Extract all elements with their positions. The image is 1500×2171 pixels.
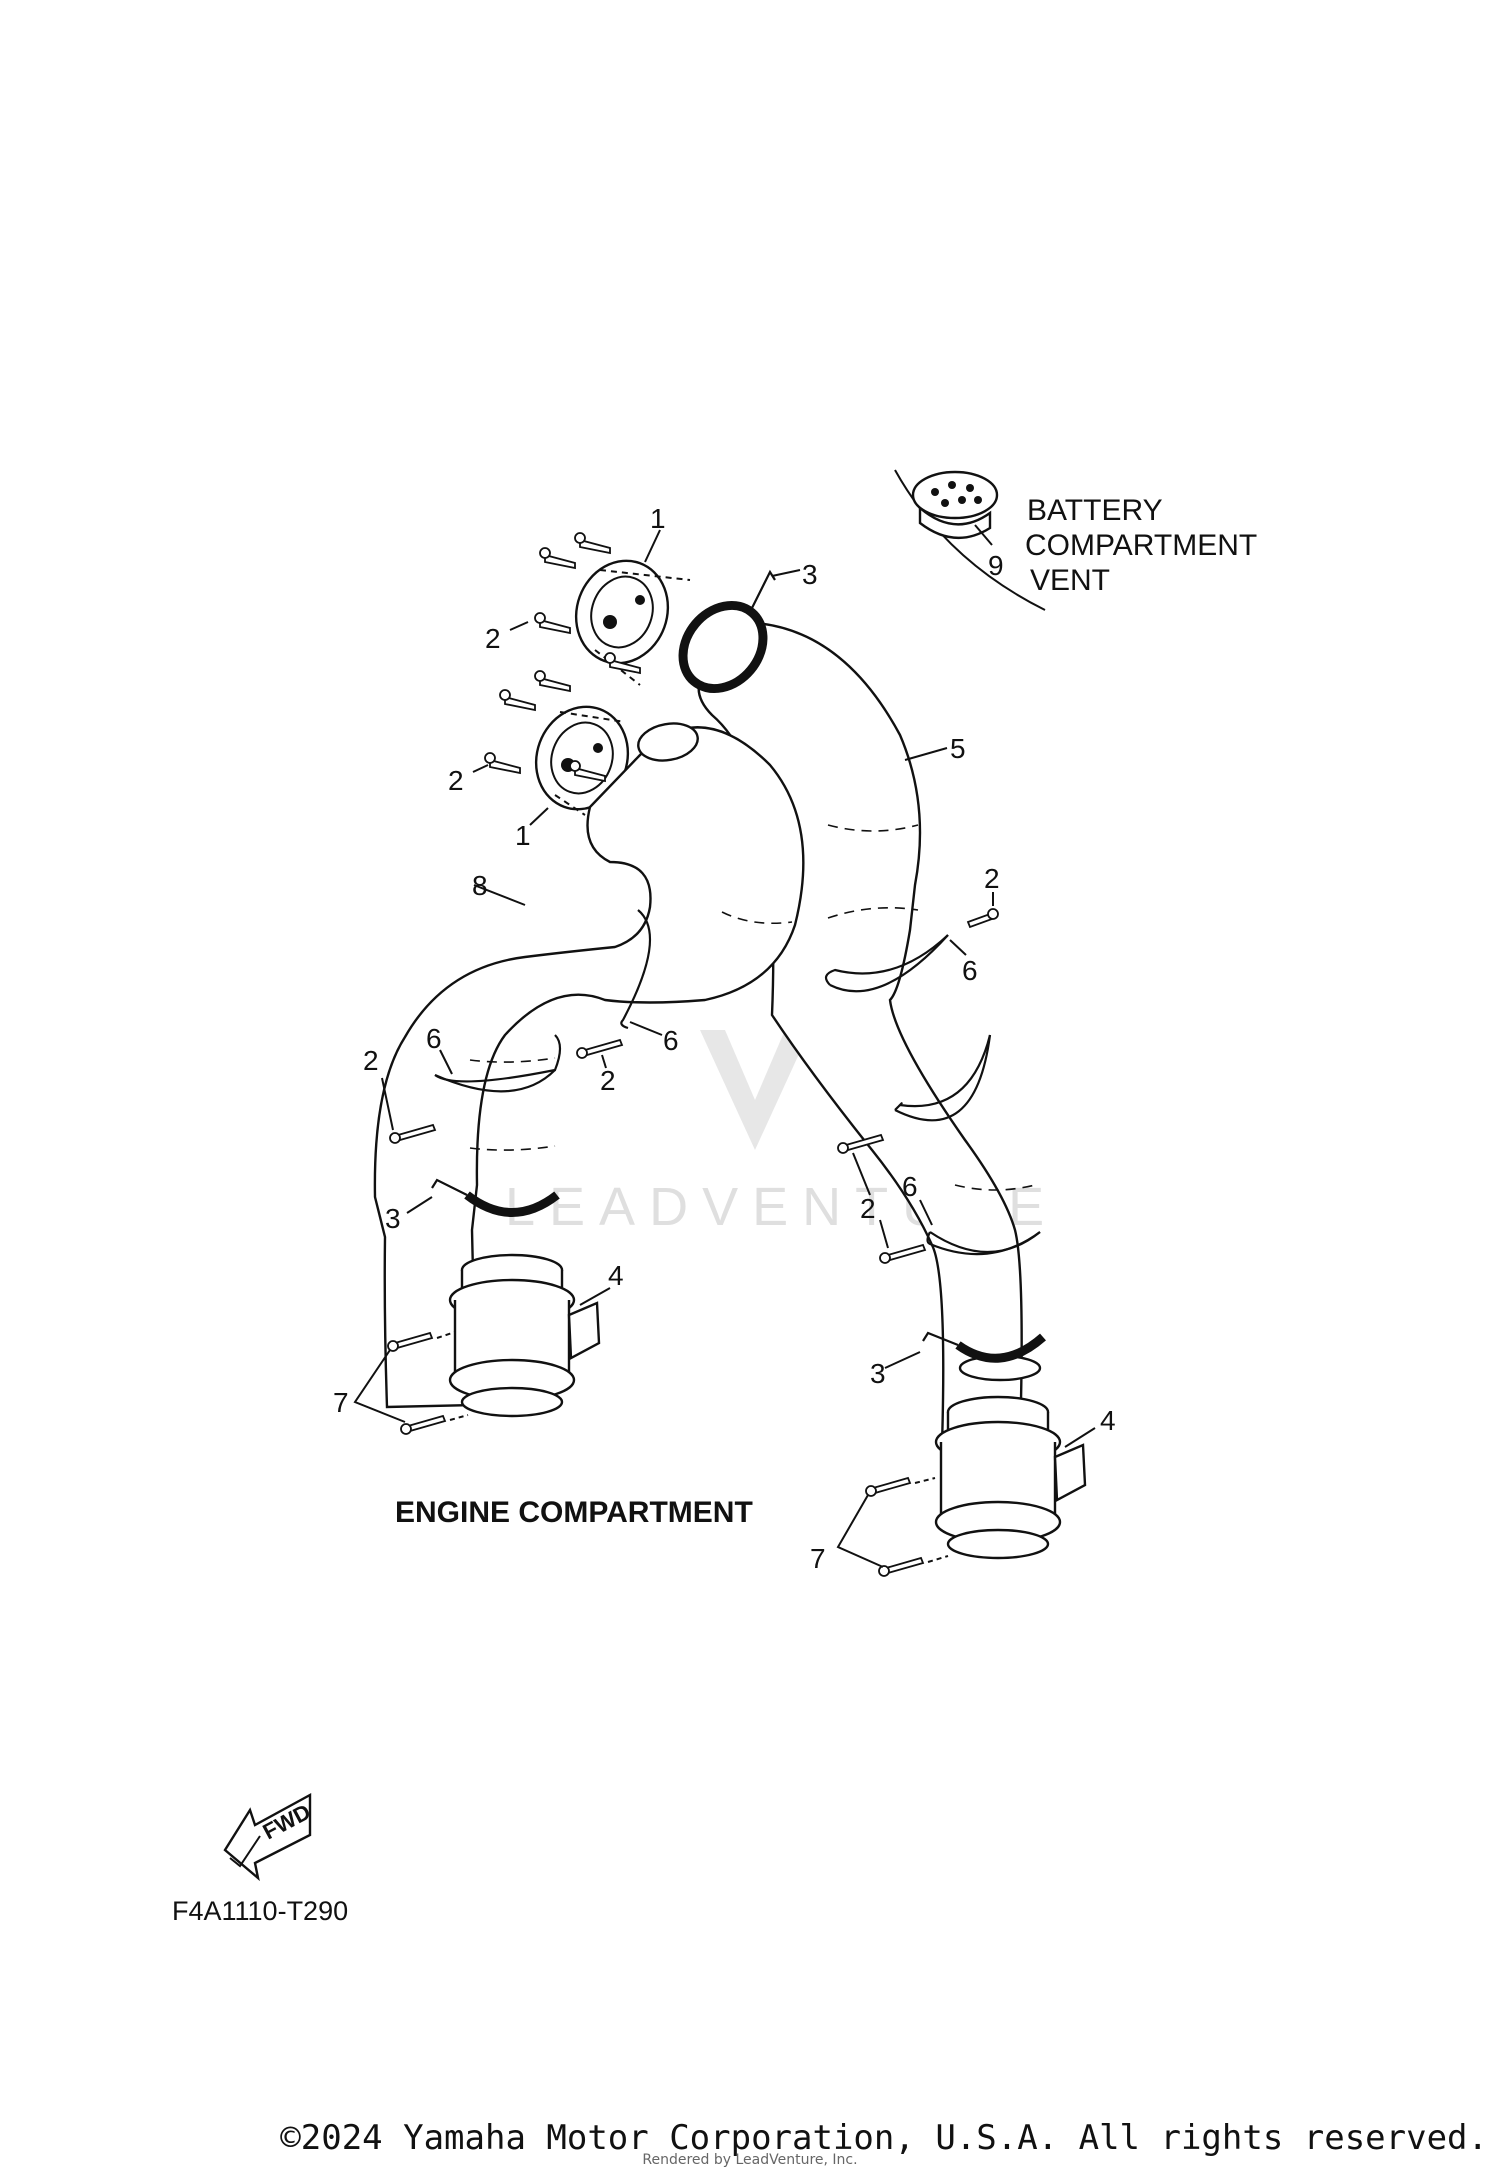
clamp-top-part-3 xyxy=(678,569,776,694)
part-label-7-right: 7 xyxy=(810,1543,826,1574)
part-label-6-right-top: 6 xyxy=(962,955,978,986)
part-label-6-center: 6 xyxy=(663,1025,679,1056)
part-label-2-mid: 2 xyxy=(448,765,464,796)
cable-tie-right-low-part-6 xyxy=(926,1231,1041,1256)
part-label-9: 9 xyxy=(988,550,1004,581)
part-label-2-top: 2 xyxy=(485,623,501,654)
screw-center xyxy=(576,1038,624,1059)
part-label-4-right: 4 xyxy=(1100,1405,1116,1436)
part-label-8: 8 xyxy=(472,870,488,901)
flange-adapter-right-part-4 xyxy=(934,1395,1087,1560)
clamp-right-part-3 xyxy=(922,1331,1046,1363)
duct-part-5 xyxy=(684,606,1042,1447)
screw-group-upper xyxy=(534,532,641,675)
part-label-1-top: 1 xyxy=(650,503,666,534)
part-label-5: 5 xyxy=(950,733,966,764)
part-label-3-right: 3 xyxy=(870,1358,886,1389)
copyright-notice: ©2024 Yamaha Motor Corporation, U.S.A. A… xyxy=(0,2118,1500,2158)
cable-tie-left-part-6 xyxy=(434,1034,562,1093)
screw-right-top xyxy=(966,908,999,929)
vent-cover-upper-part-1 xyxy=(574,559,691,686)
battery-caption-line-3: VENT xyxy=(1030,564,1110,597)
flange-adapter-left-part-4 xyxy=(448,1253,601,1418)
cable-tie-center-part-6 xyxy=(620,909,652,1030)
copyright-text: ©2024 Yamaha Motor Corporation, U.S.A. A… xyxy=(280,2118,1488,2158)
part-label-3-left: 3 xyxy=(385,1203,401,1234)
engine-compartment-caption: ENGINE COMPARTMENT xyxy=(395,1496,753,1529)
part-label-7-left: 7 xyxy=(333,1387,349,1418)
forward-direction-arrow-icon: FWD xyxy=(223,1792,315,1882)
screw-group-lower xyxy=(484,670,606,783)
cable-tie-right-mid-part-6 xyxy=(894,1034,992,1122)
part-label-2-center: 2 xyxy=(600,1065,616,1096)
battery-caption-line-2: COMPARTMENT xyxy=(1025,529,1257,562)
screw-left xyxy=(389,1123,437,1144)
figure-code: F4A1110-T290 xyxy=(172,1896,348,1926)
part-label-3-top: 3 xyxy=(802,559,818,590)
screw-pair-left-part-7 xyxy=(387,1331,469,1435)
cable-tie-right-top-part-6 xyxy=(824,934,949,993)
part-label-6-left: 6 xyxy=(426,1023,442,1054)
battery-caption-line-1: BATTERY xyxy=(1027,494,1163,527)
part-label-2-right-low: 2 xyxy=(860,1193,876,1224)
part-label-4-left: 4 xyxy=(608,1260,624,1291)
battery-vent-part-9 xyxy=(894,469,1046,611)
part-label-6-right-low: 6 xyxy=(902,1171,918,1202)
screw-pair-right-low xyxy=(837,1133,927,1264)
part-label-2-right-top: 2 xyxy=(984,863,1000,894)
screw-pair-right-part-7 xyxy=(865,1476,949,1577)
part-label-1-bottom: 1 xyxy=(515,820,531,851)
part-label-2-left: 2 xyxy=(363,1045,379,1076)
clamp-left-part-3 xyxy=(431,1178,560,1217)
rendered-by-note: Rendered by LeadVenture, Inc. xyxy=(642,2152,858,2168)
